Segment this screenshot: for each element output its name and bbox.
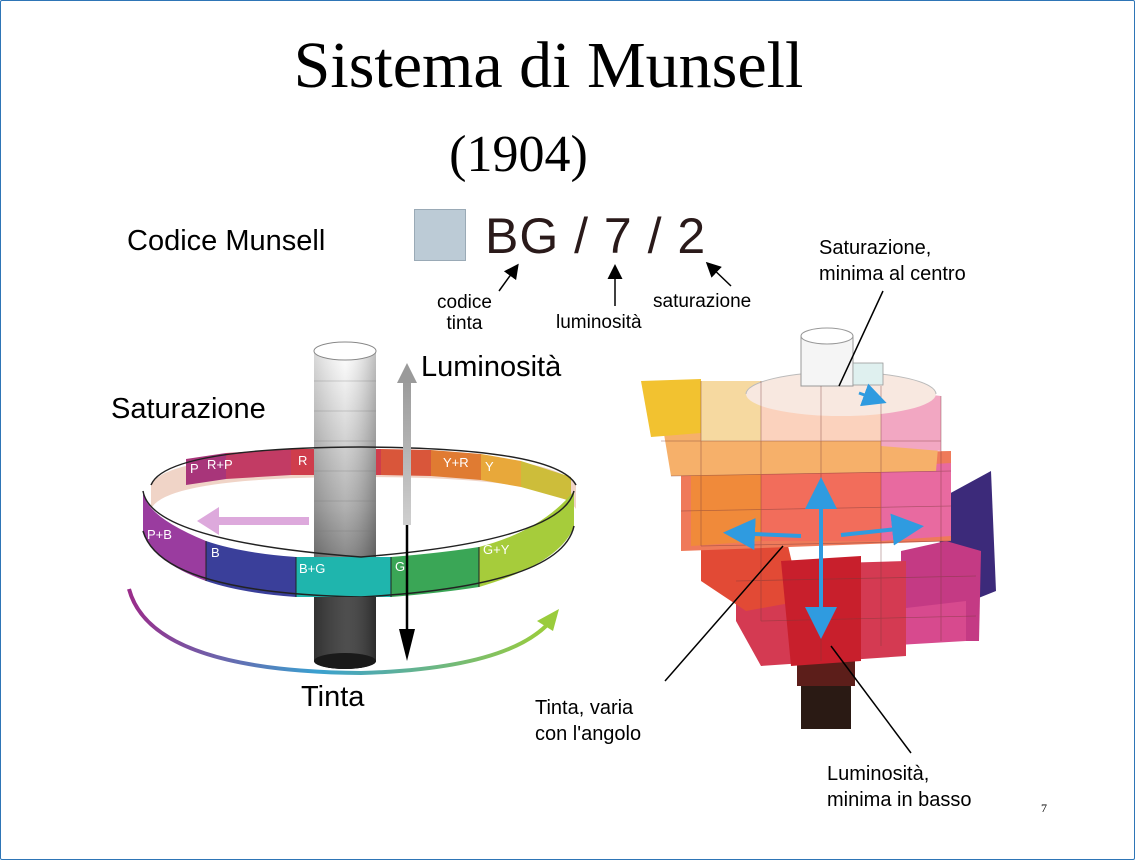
hue-annotation-line1: Tinta, varia	[535, 697, 634, 719]
ring-segment-bg	[296, 557, 391, 597]
ring-segment-b	[206, 541, 296, 597]
hue-arc-arrow	[127, 588, 548, 676]
ring-segment-p	[186, 453, 226, 485]
munsell-color-solid	[641, 290, 996, 754]
hue-code-caption: codice tinta	[437, 292, 492, 334]
chroma-caption: saturazione	[653, 291, 752, 312]
value-leader-line	[830, 645, 912, 754]
ring-label-y: Y	[485, 459, 494, 474]
ring-segment-gy	[479, 491, 574, 587]
color-swatch	[414, 209, 466, 261]
chroma-pointer-arrow	[705, 261, 732, 287]
slide-subtitle-year: (1904)	[449, 126, 588, 183]
page-number: 7	[1041, 801, 1047, 815]
hue-code-caption-line2: tinta	[446, 313, 483, 334]
ring-label-gy: G+Y	[483, 542, 510, 557]
luminosity-up-arrow	[403, 379, 411, 525]
ring-segment-g	[391, 547, 479, 597]
hue-annotation: Tinta, varia con l'angolo	[535, 695, 641, 747]
ring-label-rp: R+P	[207, 457, 233, 472]
hue-annotation-line2: con l'angolo	[535, 723, 642, 745]
hue-ring-diagram: P R+P R Y+R Y P+B B B+G G G+Y	[127, 341, 577, 676]
hue-axis-arrow	[723, 518, 802, 551]
munsell-code: BG / 7 / 2	[485, 208, 707, 264]
hue-pointer-arrow	[498, 263, 519, 292]
hue-label: Tinta	[301, 681, 365, 713]
ring-label-p: P	[190, 461, 199, 476]
ring-segment-y	[481, 454, 521, 487]
hue-leader-line	[664, 545, 784, 682]
ring-label-g: G	[395, 559, 405, 574]
value-annotation: Luminosità, minima in basso	[827, 761, 972, 813]
chroma-axis-arrow	[858, 383, 887, 407]
chroma-leader-line	[838, 290, 884, 387]
value-caption: luminosità	[556, 312, 642, 333]
saturation-label: Saturazione	[111, 393, 266, 425]
chroma-annotation-line1: Saturazione,	[819, 237, 932, 259]
slide-title: Sistema di Munsell	[293, 29, 804, 102]
chroma-annotation-line2: minima al centro	[819, 263, 966, 285]
value-annotation-line2: minima in basso	[827, 789, 972, 811]
ring-label-b: B	[211, 545, 220, 560]
ring-label-yr: Y+R	[443, 455, 469, 470]
ring-segment-pb	[143, 491, 206, 581]
ring-segment-rp	[226, 449, 291, 479]
chroma-annotation: Saturazione, minima al centro	[819, 235, 966, 287]
ring-label-r: R	[298, 453, 307, 468]
value-annotation-line1: Luminosità,	[827, 763, 930, 785]
hue-code-caption-line1: codice	[437, 292, 492, 313]
ring-label-bg: B+G	[299, 561, 325, 576]
saturation-arrow	[197, 507, 309, 535]
ring-label-pb: P+B	[147, 527, 172, 542]
munsell-code-label: Codice Munsell	[127, 225, 326, 257]
luminosity-label: Luminosità	[421, 351, 562, 383]
ring-segment-yr	[431, 450, 481, 480]
